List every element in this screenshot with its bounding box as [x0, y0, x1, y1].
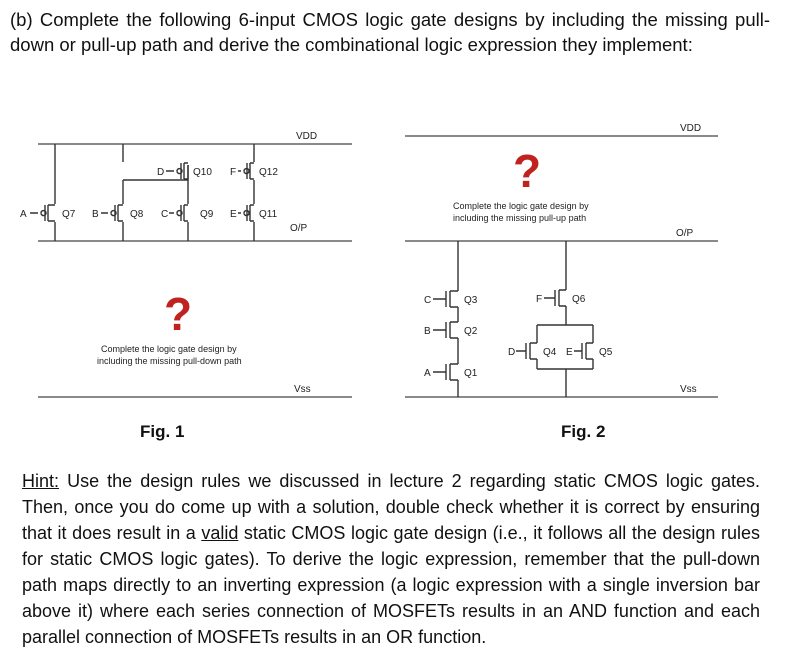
q10-name: Q10	[193, 167, 212, 178]
q4-input-label: D	[508, 347, 515, 358]
transistor-q12: F Q12	[230, 162, 278, 180]
hint-valid-word: valid	[201, 523, 239, 543]
fig1-vss-label: Vss	[294, 384, 311, 395]
fig1-question-mark: ?	[164, 288, 192, 340]
hint-label: Hint:	[22, 471, 60, 491]
fig2-note-line1: Complete the logic gate design by	[453, 201, 589, 211]
q3-name: Q3	[464, 295, 478, 306]
q7-name: Q7	[62, 209, 76, 220]
q11-name: Q11	[259, 209, 278, 220]
question-body: Complete the following 6-input CMOS logi…	[10, 9, 770, 55]
q10-input-label: D	[157, 167, 164, 178]
transistor-q3: C Q3	[424, 290, 478, 308]
transistor-q1: A Q1	[424, 363, 478, 381]
transistor-q4: D Q4	[508, 342, 557, 360]
q9-input-label: C	[161, 209, 168, 220]
transistor-q5: E Q5	[566, 342, 613, 360]
fig1-caption: Fig. 1	[140, 422, 184, 441]
transistor-q9: C Q9	[161, 204, 214, 222]
question-text: (b) Complete the following 6-input CMOS …	[10, 7, 770, 57]
hint-text-part1: Use the design rules we discussed in lec…	[22, 471, 760, 543]
q7-input-label: A	[20, 209, 27, 220]
q9-name: Q9	[200, 209, 214, 220]
fig2-note-line2: including the missing pull-up path	[453, 213, 586, 223]
q8-name: Q8	[130, 209, 144, 220]
fig2-question-mark: ?	[513, 145, 541, 197]
fig1-circuit: VDD Vss O/P A Q7 B Q8 C Q9	[20, 131, 352, 441]
fig2-caption: Fig. 2	[561, 422, 605, 441]
q2-input-label: B	[424, 326, 431, 337]
transistor-q11: E Q11	[230, 204, 278, 222]
transistor-q10: D Q10	[157, 162, 212, 180]
question-label: (b)	[10, 9, 33, 30]
fig2-output-label: O/P	[676, 228, 694, 239]
q8-input-label: B	[92, 209, 99, 220]
q1-name: Q1	[464, 368, 478, 379]
fig2-circuit: VDD Vss O/P ? Complete the logic gate de…	[405, 123, 718, 441]
transistor-q8: B Q8	[92, 204, 144, 222]
q11-input-label: E	[230, 209, 237, 220]
hint-text-part2: static CMOS logic gate design (i.e., it …	[22, 523, 760, 647]
q6-name: Q6	[572, 294, 586, 305]
fig1-output-label: O/P	[290, 223, 308, 234]
q12-name: Q12	[259, 167, 278, 178]
transistor-q2: B Q2	[424, 321, 478, 339]
fig2-vss-label: Vss	[680, 384, 697, 395]
fig2-vdd-label: VDD	[680, 123, 701, 134]
transistor-q6: F Q6	[536, 289, 586, 307]
transistor-q7: A Q7	[20, 204, 76, 222]
q2-name: Q2	[464, 326, 478, 337]
fig1-note-line2: including the missing pull-down path	[97, 356, 242, 366]
fig1-note-line1: Complete the logic gate design by	[101, 344, 237, 354]
q5-input-label: E	[566, 347, 573, 358]
hint-paragraph: Hint: Use the design rules we discussed …	[22, 468, 760, 650]
q4-name: Q4	[543, 347, 557, 358]
q6-input-label: F	[536, 294, 542, 305]
q12-input-label: F	[230, 167, 236, 178]
q1-input-label: A	[424, 368, 431, 379]
q3-input-label: C	[424, 295, 431, 306]
fig1-vdd-label: VDD	[296, 131, 317, 142]
q5-name: Q5	[599, 347, 613, 358]
